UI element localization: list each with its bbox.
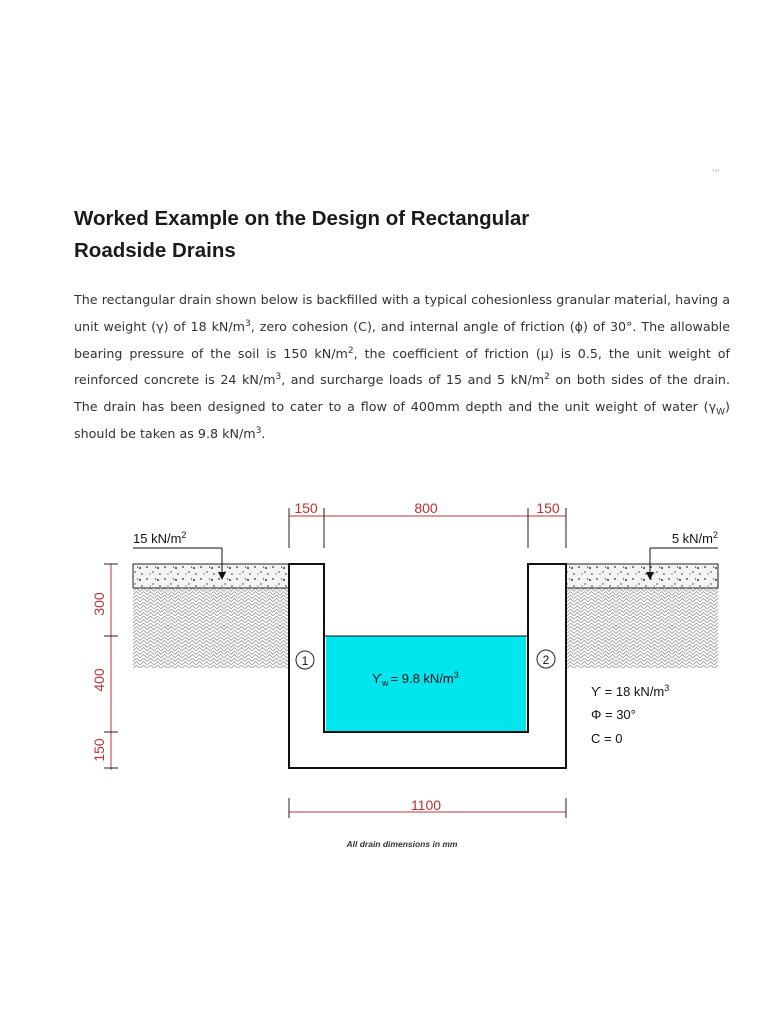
dim-top-right-wall: 150 <box>536 500 560 516</box>
soil-left <box>133 588 289 668</box>
dim-bottom-total: 1100 <box>411 797 441 813</box>
text-run: . <box>261 425 266 441</box>
dim-side-upper: 300 <box>91 592 107 616</box>
superscript: 3 <box>275 372 282 383</box>
diagram-caption: All drain dimensions in mm <box>346 839 458 849</box>
side-dimensions <box>104 563 118 770</box>
text-run: , and surcharge loads of 15 and 5 kN/m <box>281 372 545 388</box>
text-run: on both sides of the drain. The drain ha… <box>74 372 730 415</box>
superscript: 3 <box>245 318 251 329</box>
problem-statement: The rectangular drain shown below is bac… <box>74 287 730 448</box>
dim-top-inner: 800 <box>414 500 438 516</box>
node-label-2: 2 <box>543 653 550 667</box>
soil-unit-weight: ϒ = 18 kN/m3 <box>591 683 669 699</box>
dim-top-left-wall: 150 <box>294 500 318 516</box>
node-label-1: 1 <box>302 654 309 668</box>
soil-right <box>566 588 718 668</box>
node-marker-1 <box>295 650 315 670</box>
surcharge-left-label: 15 kN/m2 <box>133 530 186 546</box>
dim-side-middle: 400 <box>91 668 107 692</box>
surcharge-right-label: 5 kN/m2 <box>672 530 718 546</box>
top-dimensions <box>288 508 567 548</box>
arrow-down-icon <box>646 572 654 580</box>
dim-side-lower: 150 <box>91 738 107 762</box>
title-line-1: Worked Example on the Design of Rectangu… <box>74 207 530 230</box>
water-unit-weight-label: ϒw= 9.8 kN/m3 <box>372 670 459 688</box>
arrow-down-icon <box>218 572 226 580</box>
page-title: Worked Example on the Design of Rectangu… <box>74 203 694 267</box>
text-run: , zero cohesion (C), and internal angle … <box>74 318 730 361</box>
surface-left <box>132 563 290 589</box>
superscript: 2 <box>544 372 550 383</box>
drain-outline <box>288 563 567 769</box>
superscript: 3 <box>255 425 262 436</box>
bottom-dimension <box>288 798 567 818</box>
text-run: The rectangular drain shown below is bac… <box>74 292 730 334</box>
subscript: W <box>716 407 726 418</box>
title-line-2: Roadside Drains <box>74 239 236 262</box>
surface-right <box>565 563 719 589</box>
soil-cohesion: C = 0 <box>591 731 622 746</box>
node-marker-2 <box>536 649 556 669</box>
superscript: 2 <box>347 345 354 356</box>
soil-friction-angle: Φ = 30° <box>591 707 636 722</box>
corner-mark: ᵛᵃᶠ <box>712 168 720 176</box>
text-run: ) should be taken as 9.8 kN/m <box>74 399 730 441</box>
text-run: , the coefficient of friction (μ) is 0.5… <box>74 345 730 388</box>
water-body <box>326 636 526 731</box>
